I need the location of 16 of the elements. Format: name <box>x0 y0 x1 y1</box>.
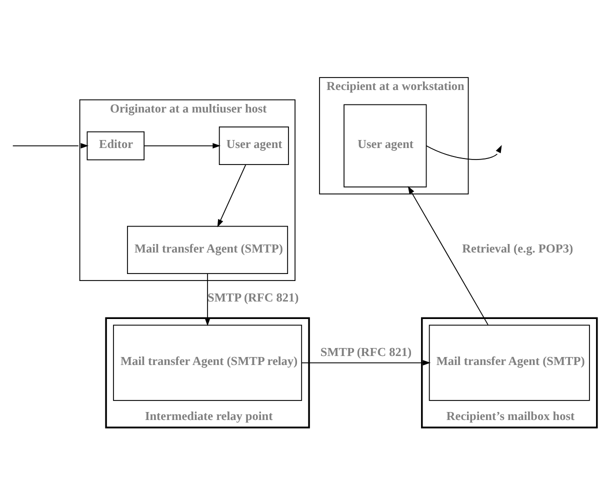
arrow <box>12 142 89 148</box>
node-box: User agent <box>344 104 427 187</box>
node-box: Mail transfer Agent (SMTP) <box>428 324 590 400</box>
node-box: Mail transfer Agent (SMTP relay) <box>113 324 302 400</box>
arrow <box>204 272 210 326</box>
arrow <box>217 164 246 227</box>
arrow <box>144 142 221 148</box>
edge-label: Retrieval (e.g. POP3) <box>462 240 574 255</box>
edge-label: SMTP (RFC 821) <box>208 290 299 304</box>
arrow <box>408 185 488 325</box>
node-box: Mail transfer Agent (SMTP) <box>127 225 288 274</box>
edge-label: SMTP (RFC 821) <box>320 344 412 358</box>
arrow <box>426 144 502 160</box>
arrow <box>301 359 431 366</box>
node-box: User agent <box>218 126 289 164</box>
node-box: Editor <box>86 130 145 160</box>
